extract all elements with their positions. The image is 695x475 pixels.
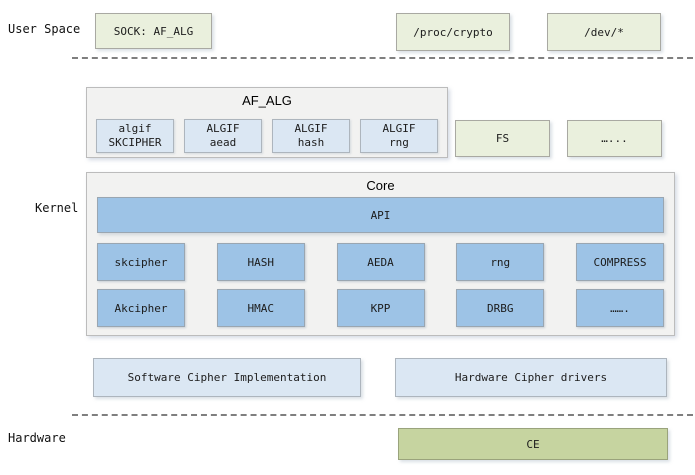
af-alg-module-row: algif SKCIPHER ALGIF aead ALGIF hash ALG… [96, 119, 438, 153]
algif-hash-box: ALGIF hash [272, 119, 350, 153]
ce-box: CE [398, 428, 668, 460]
aeda-box: AEDA [336, 243, 425, 281]
sock-af-alg-box: SOCK: AF_ALG [95, 13, 212, 49]
hmac-box: HMAC [216, 289, 305, 327]
algif-rng-box: ALGIF rng [360, 119, 438, 153]
api-bar: API [97, 197, 664, 233]
kpp-box: KPP [336, 289, 425, 327]
algif-skcipher-box: algif SKCIPHER [96, 119, 174, 153]
hash-box: HASH [216, 243, 305, 281]
drbg-box: DRBG [456, 289, 545, 327]
fs-box: FS [455, 120, 550, 157]
skcipher-box: skcipher [97, 243, 185, 281]
rng-box: rng [456, 243, 545, 281]
user-space-label: User Space [8, 22, 81, 36]
hardware-drivers-box: Hardware Cipher drivers [395, 358, 667, 397]
core-row-2: Akcipher HMAC KPP DRBG ……. [97, 289, 664, 327]
akcipher-box: Akcipher [97, 289, 185, 327]
kernel-label: Kernel [35, 201, 79, 215]
fs-more-box: …... [567, 120, 662, 157]
user-kernel-divider [72, 57, 693, 59]
kernel-hardware-divider [72, 414, 693, 416]
core-panel: Core API skcipher HASH AEDA rng COMPRESS… [86, 172, 675, 336]
dev-box: /dev/* [547, 13, 661, 51]
af-alg-title: AF_ALG [242, 93, 292, 108]
core-more-box: ……. [576, 289, 664, 327]
algif-aead-box: ALGIF aead [184, 119, 262, 153]
software-cipher-box: Software Cipher Implementation [93, 358, 361, 397]
core-title: Core [366, 178, 395, 193]
compress-box: COMPRESS [576, 243, 664, 281]
af-alg-panel: AF_ALG algif SKCIPHER ALGIF aead ALGIF h… [86, 87, 448, 158]
proc-crypto-box: /proc/crypto [396, 13, 510, 51]
hardware-label: Hardware [8, 431, 66, 445]
core-row-1: skcipher HASH AEDA rng COMPRESS [97, 243, 664, 281]
